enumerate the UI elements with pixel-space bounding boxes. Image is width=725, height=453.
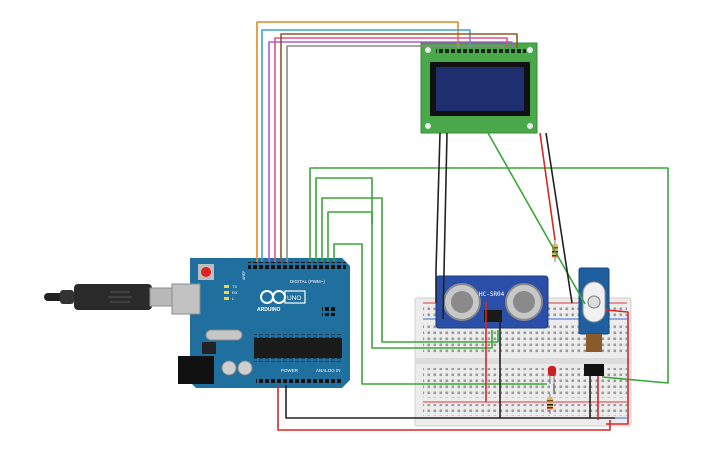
wire-green-echo [321,197,499,343]
hc-sr04-sensor: HC-SR04 [435,275,549,329]
resistor-led [547,394,553,414]
wire-green-servo-signal [309,167,669,384]
wire-blue-lcd [261,29,471,262]
arduino-logo [260,290,306,304]
wire-black-lcd-gnd [435,132,441,303]
usb-cable [44,284,175,310]
red-led [548,366,556,384]
digital-pwm-label: DIGITAL (PWM~) [290,279,325,284]
wire-red-servo-rail [605,309,629,425]
wires [256,21,669,431]
analog-in-label: ANALOG IN [316,368,341,373]
wire-green-led [333,243,547,385]
wire-black-gnd [285,385,615,419]
l-led-label: L [232,296,235,301]
servo-connector [584,364,604,376]
atmega-chip [254,338,342,358]
rx-label: RX [232,290,238,295]
lcd-16x2-display [420,42,538,134]
wire-black-lcd-k [545,132,573,304]
lcd-screen [436,67,524,111]
wire-orange-lcd [256,21,459,262]
tx-label: TX [232,284,237,289]
power-label: POWER [281,368,299,373]
wire-gray-lcd [286,45,504,262]
servo-motor [578,267,610,376]
arduino-brand-label: ARDUINO [257,307,280,313]
aref-label: AREF [242,271,246,280]
wire-brown-lcd [280,33,518,262]
wire-green-trig [315,177,493,349]
wire-black-lcd-gnd2 [442,132,448,320]
wire-red-5v [277,385,611,431]
uno-label: UNO [287,295,301,302]
wire-red-lcd-vcc [539,132,556,241]
hc-sr04-label: HC-SR04 [479,291,505,298]
power-analog-header [256,377,342,385]
wire-pink-lcd [274,37,508,262]
wire-purple-lcd [268,41,513,262]
wire-green-lcd-contrast [487,132,586,305]
digital-header [248,262,346,270]
arduino-uno-board: UNO ARDUINO DIGITAL (PWM~) POWER ANALOG … [171,258,350,388]
wire-green-a [327,211,373,262]
